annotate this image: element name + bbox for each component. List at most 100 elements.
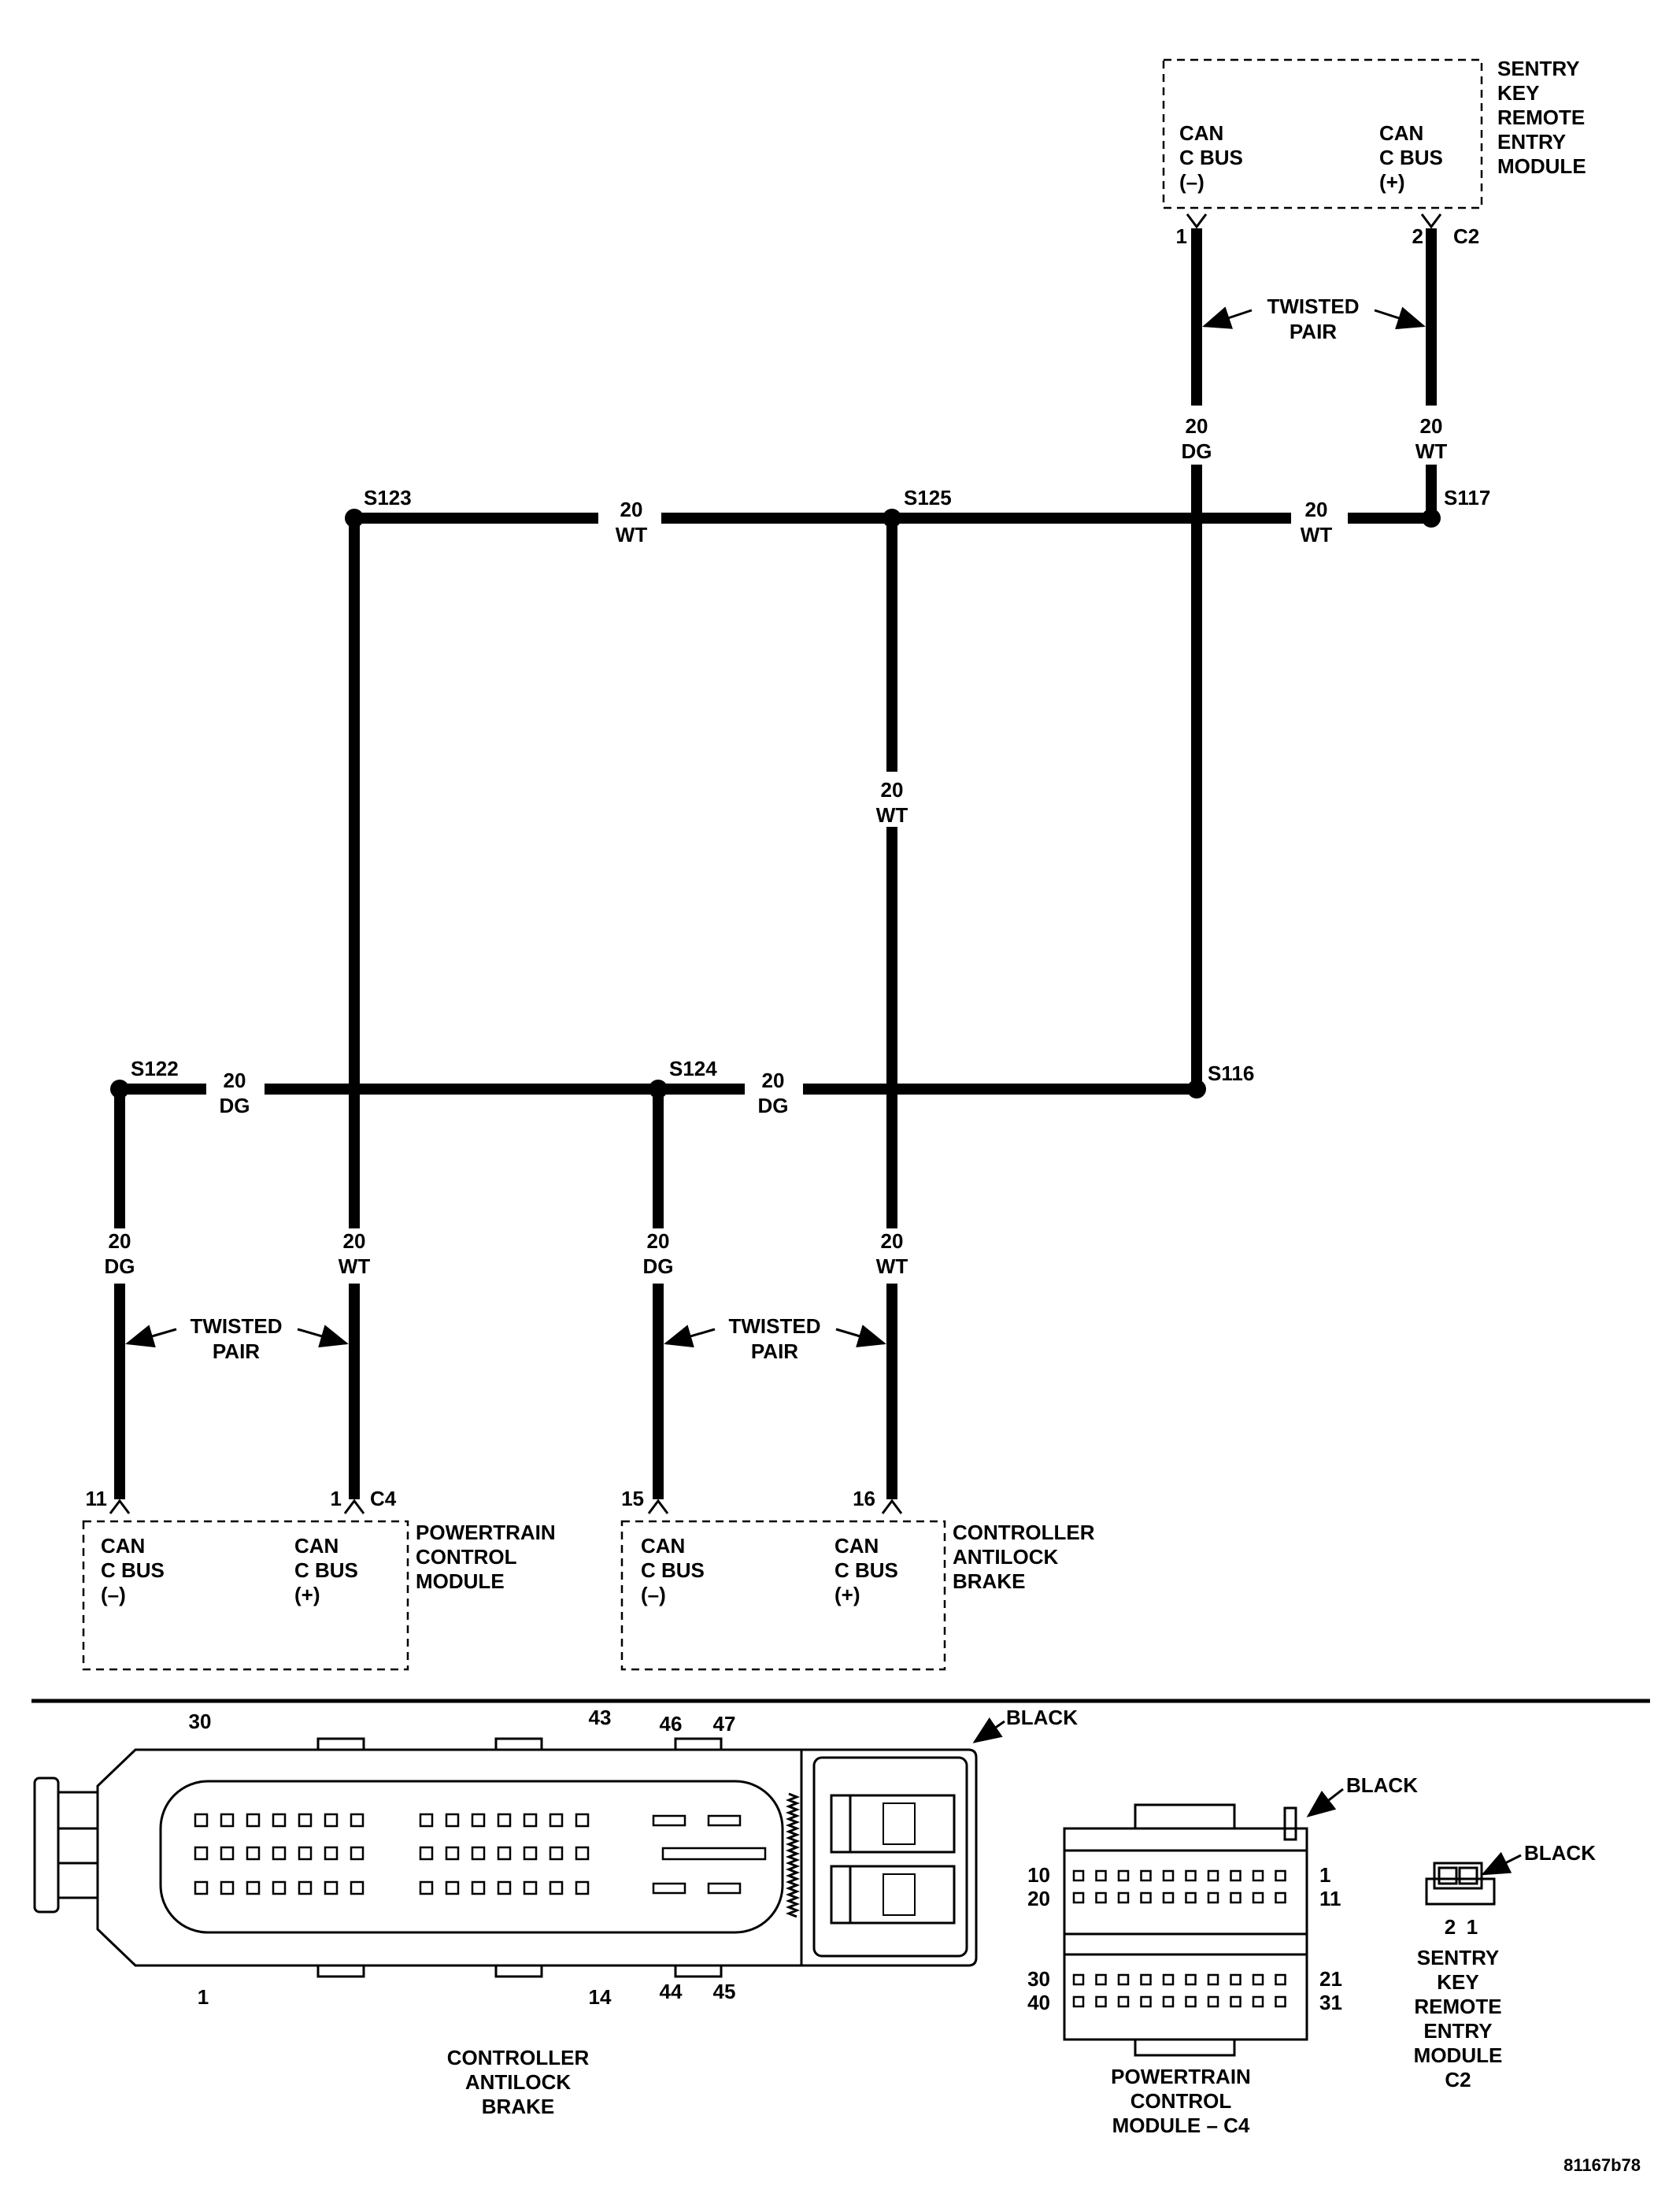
label-gauge-pcm-wt: 20: [343, 1229, 366, 1253]
cab-right-line-2: C BUS: [834, 1558, 898, 1582]
splice-s125-label: S125: [904, 486, 952, 509]
pcm-pin-cavity: [1230, 1869, 1241, 1882]
cab-connector-flange-step: [57, 1791, 99, 1899]
pcm-pin-grid: [1072, 1869, 1286, 2008]
twisted-pair-top-line-1: TWISTED: [1267, 295, 1360, 318]
cab-pin-cavity: [445, 1813, 460, 1828]
pcm-pin-cavity: [1095, 1869, 1107, 1882]
skrem-module: SENTRY KEY REMOTE ENTRY MODULE CAN C BUS…: [1162, 57, 1586, 248]
skrem-left-line-2: C BUS: [1179, 146, 1243, 169]
pcm-pin-cavity: [1117, 1891, 1130, 1904]
cab-connector-view: 30 43 46 47 1 14 44 45 BLACK CONTROLLER …: [33, 1706, 1078, 2118]
cab-pin-cavity: [350, 1846, 364, 1861]
pcm-pin-cavity: [1275, 1869, 1286, 1882]
cab-pin-num-45: 45: [713, 1980, 736, 2003]
twisted-pair-top-arrow-right: [1374, 306, 1426, 330]
skrem-pin-num-1: 1: [1467, 1915, 1478, 1939]
cab-pin-cavity: [523, 1846, 538, 1861]
cab-wide-terminal: [652, 1882, 686, 1895]
skrem-connector-housing: [1433, 1862, 1483, 1890]
cab-pin-cavity: [549, 1880, 564, 1895]
pcm-pin-cavity: [1140, 1995, 1152, 2008]
label-gauge-cab-dg: 20: [647, 1229, 670, 1253]
twisted-pair-cab-line-1: TWISTED: [729, 1314, 821, 1338]
pcm-pin-cavity: [1095, 1995, 1107, 2008]
cab-pin-grid: [194, 1813, 767, 1895]
skrem-name-line-1: SENTRY: [1497, 57, 1580, 80]
pcm-pin-cavity: [1117, 1995, 1130, 2008]
skrem-pin1-chevron: [1186, 213, 1208, 229]
cab-caption-line-1: CONTROLLER: [447, 2046, 590, 2069]
pcm-module: POWERTRAIN CONTROL MODULE CAN C BUS (–) …: [82, 1487, 556, 1671]
cab-pin-cavity: [575, 1813, 590, 1828]
pcm-pin-num-30: 30: [1027, 1967, 1050, 1991]
pcm-pin-right: 1: [331, 1487, 342, 1510]
pcm-color-label: BLACK: [1346, 1773, 1418, 1797]
label-gauge-top-1: 20: [620, 498, 643, 521]
twisted-pair-pcm-line-1: TWISTED: [191, 1314, 283, 1338]
cab-pin-cavity: [549, 1846, 564, 1861]
cab-pin-cavity: [194, 1846, 209, 1861]
label-color-cab-wt: WT: [876, 1254, 908, 1278]
pcm-pin11-chevron: [109, 1499, 131, 1514]
pcm-connector-top-tab: [1134, 1803, 1236, 1830]
cab-pin-cavity: [471, 1813, 486, 1828]
skrem-caption-line-1: SENTRY: [1417, 1946, 1500, 1969]
label-gauge-skrem-dg: 20: [1186, 414, 1208, 438]
cab-tab-top-2: [494, 1737, 543, 1751]
label-color-mid-1: DG: [220, 1094, 250, 1117]
pcm-pin-cavity: [1162, 1973, 1175, 1986]
pcm-left-line-2: C BUS: [101, 1558, 165, 1582]
cab-serration-path: [785, 1792, 801, 1918]
cab-pin-cavity: [298, 1813, 313, 1828]
pcm-pin-cavity: [1140, 1891, 1152, 1904]
twisted-pair-cab-arrow-right: [835, 1324, 886, 1348]
cab-pin-cavity: [445, 1846, 460, 1861]
pcm-pin-cavity: [1117, 1869, 1130, 1882]
label-color-cab-dg: DG: [643, 1254, 674, 1278]
skrem-caption-line-6: C2: [1445, 2068, 1471, 2091]
pcm-pin-cavity: [1252, 1995, 1264, 2008]
skrem-pin-left: 1: [1176, 224, 1187, 248]
pcm-pin-cavity: [1230, 1973, 1241, 1986]
pcm-pin-cavity: [1072, 1869, 1085, 1882]
pcm-pin-cavity: [1095, 1973, 1107, 1986]
cab-pin-right: 16: [853, 1487, 875, 1510]
pcm-pin-cavity: [1207, 1891, 1219, 1904]
pcm-pin-cavity: [1162, 1891, 1175, 1904]
skrem-connector: C2: [1453, 224, 1479, 248]
cab-pin-cavity: [445, 1880, 460, 1895]
cab-tab-top-3: [674, 1737, 723, 1751]
splice-s123-label: S123: [364, 486, 412, 509]
pcm-pin-cavity: [1185, 1995, 1197, 2008]
twisted-pair-top-arrow-left: [1202, 306, 1253, 329]
skrem-connector-cavity-1: [1458, 1866, 1478, 1885]
cab-pin-cavity: [246, 1846, 261, 1861]
label-gauge-mid-1: 20: [224, 1069, 246, 1092]
pcm-right-line-1: CAN: [294, 1534, 339, 1558]
pcm-name-line-2: CONTROL: [416, 1545, 517, 1569]
cab-pin-cavity: [549, 1813, 564, 1828]
skrem-left-line-1: CAN: [1179, 121, 1223, 145]
cab-module-box: [620, 1520, 946, 1671]
pcm-pin-cavity: [1230, 1995, 1241, 2008]
cab-left-line-1: CAN: [641, 1534, 685, 1558]
pcm-pin-cavity: [1207, 1973, 1219, 1986]
cab-latch-window-bottom: [830, 1865, 956, 1925]
pcm-pin-cavity: [1185, 1869, 1197, 1882]
splice-s122-dot: [110, 1080, 129, 1098]
cab-caption-line-3: BRAKE: [482, 2095, 554, 2118]
cab-color-arrow: [972, 1717, 1005, 1743]
splice-s124-label: S124: [669, 1057, 717, 1080]
pcm-pin-cavity: [1275, 1891, 1286, 1904]
pcm-pin-cavity: [1185, 1973, 1197, 1986]
cab-pin-cavity: [194, 1813, 209, 1828]
skrem-connector-view: 2 1 BLACK SENTRY KEY REMOTE ENTRY MODULE…: [1414, 1841, 1597, 2091]
splice-s116-dot: [1187, 1080, 1206, 1098]
twisted-pair-cab-arrow-left: [664, 1324, 716, 1348]
splice-s117-dot: [1422, 509, 1441, 528]
pcm-pin-cavity: [1140, 1973, 1152, 1986]
cab-pin-num-44: 44: [660, 1980, 683, 2003]
cab-pin-cavity: [324, 1846, 339, 1861]
